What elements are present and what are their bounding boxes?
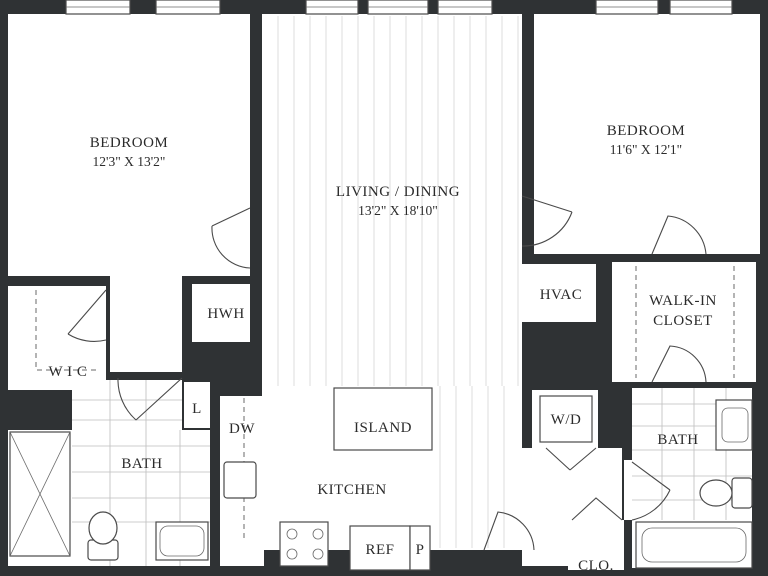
bedroom-right-dims: 11'6" X 12'1" [610,142,682,157]
bath-right-door-floor [624,460,634,520]
closet-label: CLO. [578,558,614,574]
vanity-left [155,521,209,561]
dw-label: DW [229,421,255,437]
fixtures [9,387,753,571]
walk-in-closet-label-2: CLOSET [653,313,713,329]
door-walk-in-closet-top [651,215,707,255]
wic-label: W I C [49,364,88,380]
door-closet [571,497,623,521]
bedroom-left-label: BEDROOM [90,135,169,151]
living-dims: 13'2" X 18'10" [358,203,438,218]
kitchen-label: KITCHEN [317,482,386,498]
linen-floor [184,382,210,428]
closet-floor [568,520,624,570]
door-walk-in-closet-bottom [651,345,707,383]
bath-left-label: BATH [121,456,162,472]
linen-label: L [192,401,202,417]
ref-label: REF [365,542,394,558]
living-label: LIVING / DINING [336,184,460,200]
bedroom-left-dims: 12'3" X 13'2" [93,154,166,169]
wic-floor [8,286,106,390]
windows [65,0,733,15]
washer-dryer [539,395,593,443]
door-entry [483,511,535,551]
bath-right-label: BATH [657,432,698,448]
hvac-floor [522,264,596,322]
door-bath-right [631,461,671,521]
vanity-right [715,399,753,451]
bathtub [635,521,753,569]
door-wic [67,289,107,342]
range [279,521,329,567]
toilet-right-bowl [699,479,733,507]
island-label: ISLAND [354,420,412,436]
hwh-floor [192,284,250,342]
bedroom-left-floor [8,14,250,276]
toilet-left-bowl [88,511,118,545]
pantry-label: P [416,542,425,558]
toilet-right-tank [731,477,753,509]
bath-left-floor-upper [72,380,182,432]
wood-plank-lines [277,16,519,548]
room-labels: BEDROOM 12'3" X 13'2" BEDROOM 11'6" X 12… [49,123,717,574]
doors [67,195,707,551]
walk-in-closet-label-1: WALK-IN [649,293,717,309]
kitchen-sink [223,461,257,499]
wd-label: W/D [551,412,582,428]
living-floor [262,14,522,550]
hwh-label: HWH [207,306,244,322]
bedroom-right-label: BEDROOM [607,123,686,139]
door-bedroom-left [211,207,251,269]
pantry [409,525,431,571]
refrigerator [349,525,411,571]
island [333,387,433,451]
bedroom-left-entry-floor [110,276,182,372]
door-bath-left [117,377,183,421]
door-wd [545,447,597,471]
hvac-label: HVAC [540,287,583,303]
door-bedroom-right [521,195,573,247]
